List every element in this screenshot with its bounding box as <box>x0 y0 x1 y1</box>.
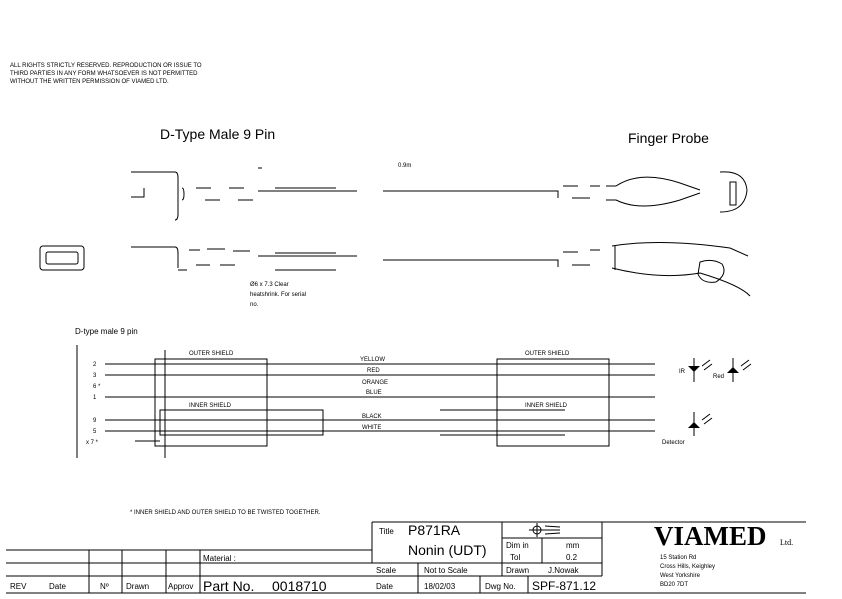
title-block: Title P871RA Nonin (UDT) Dim in Tol mm 0… <box>6 521 806 594</box>
scale-label: Scale <box>376 566 397 575</box>
outer-shield-box-left <box>154 358 268 447</box>
red-led-icon <box>727 358 752 382</box>
outer-shield-label: OUTER SHIELD <box>525 351 570 357</box>
date-label: Date <box>376 582 393 591</box>
title-label: Title <box>379 527 394 536</box>
title-value: P871RA <box>408 522 461 538</box>
copyright-notice: ALL RIGHTS STRICTLY RESERVED. REPRODUCTI… <box>10 63 202 85</box>
company-suffix: Ltd. <box>780 538 793 547</box>
rev-header: Nº <box>100 582 109 591</box>
wire-label: RED <box>367 368 380 374</box>
pin-label: 3 <box>93 373 97 379</box>
wire-label: BLUE <box>366 390 382 396</box>
company-name: VIAMED <box>654 521 767 551</box>
outer-shield-label: OUTER SHIELD <box>189 351 234 357</box>
notice-line: ALL RIGHTS STRICTLY RESERVED. REPRODUCTI… <box>10 63 202 69</box>
rev-header: Date <box>49 582 66 591</box>
rev-header: REV <box>10 582 27 591</box>
address-line: BD20 7DT <box>660 582 688 588</box>
address-line: Cross Hills, Keighley <box>660 564 715 570</box>
wire-label: ORANGE <box>362 380 388 386</box>
connector-title: D-Type Male 9 Pin <box>160 126 275 142</box>
heatshrink-note: heatshrink. For serial <box>250 292 306 298</box>
company-logo: VIAMED Ltd. <box>654 521 793 551</box>
inner-shield-label: INNER SHIELD <box>525 403 568 409</box>
dim-value: mm <box>566 541 580 550</box>
drawn-label: Drawn <box>506 566 529 575</box>
ir-led-icon <box>688 358 713 382</box>
pin-label: 1 <box>93 395 97 401</box>
detector-label: Detector <box>662 440 685 446</box>
dwg-label: Dwg No. <box>485 582 516 591</box>
scale-value: Not to Scale <box>424 566 468 575</box>
wire-label: BLACK <box>362 414 382 420</box>
date-value: 18/02/03 <box>424 582 456 591</box>
heatshrink-note: Ø6 x 7.3 Clear <box>250 282 289 288</box>
part-number: 0018710 <box>272 578 327 594</box>
title-value-2: Nonin (UDT) <box>408 542 487 558</box>
footnote: * INNER SHIELD AND OUTER SHIELD TO BE TW… <box>130 510 321 516</box>
drawn-value: J.Nowak <box>548 566 580 575</box>
outer-shield-box-right <box>496 358 610 447</box>
wiring-schematic: D-type male 9 pin OUTER SHIELD OUTER SHI… <box>75 327 752 516</box>
pin-label: 6 * <box>93 384 101 390</box>
projection-symbol-icon <box>529 523 561 537</box>
tol-value: 0.2 <box>566 553 578 562</box>
rev-header: Approv <box>168 582 193 591</box>
address-line: West Yorkshire <box>660 573 701 579</box>
wire-label: YELLOW <box>360 357 385 363</box>
part-label: Part No. <box>203 578 254 594</box>
notice-line: THIRD PARTIES IN ANY FORM WHATSOEVER IS … <box>10 71 198 77</box>
pin-label: 2 <box>93 362 97 368</box>
red-label: Red <box>713 374 724 380</box>
inner-shield-label: INNER SHIELD <box>189 403 232 409</box>
probe-title: Finger Probe <box>628 130 709 146</box>
dsub-connector-face <box>39 245 85 271</box>
material-label: Material : <box>203 554 236 563</box>
pin-labels: 2 3 6 * 1 9 5 x 7 * <box>86 362 101 446</box>
pin-label: x 7 * <box>86 440 99 446</box>
ir-label: IR <box>679 369 686 375</box>
wire-label: WHITE <box>362 425 381 431</box>
photodiode-icon <box>688 412 713 436</box>
tol-label: Tol <box>510 553 520 562</box>
pin-label: 9 <box>93 418 97 424</box>
pin-label: 5 <box>93 429 97 435</box>
heatshrink-note: no. <box>250 302 259 308</box>
rev-header: Drawn <box>126 582 149 591</box>
dwg-number: SPF-871.12 <box>532 579 596 593</box>
cable-drawing: D-Type Male 9 Pin Finger Probe 0.9m Ø6 x… <box>39 126 751 308</box>
notice-line: WITHOUT THE WRITTEN PERMISSION OF VIAMED… <box>10 79 169 85</box>
length-label: 0.9m <box>398 163 411 169</box>
dim-label: Dim in <box>506 541 529 550</box>
address-line: 15 Station Rd <box>660 555 696 561</box>
schematic-title: D-type male 9 pin <box>75 327 138 336</box>
wire-labels: YELLOW RED ORANGE BLUE BLACK WHITE <box>360 357 388 431</box>
